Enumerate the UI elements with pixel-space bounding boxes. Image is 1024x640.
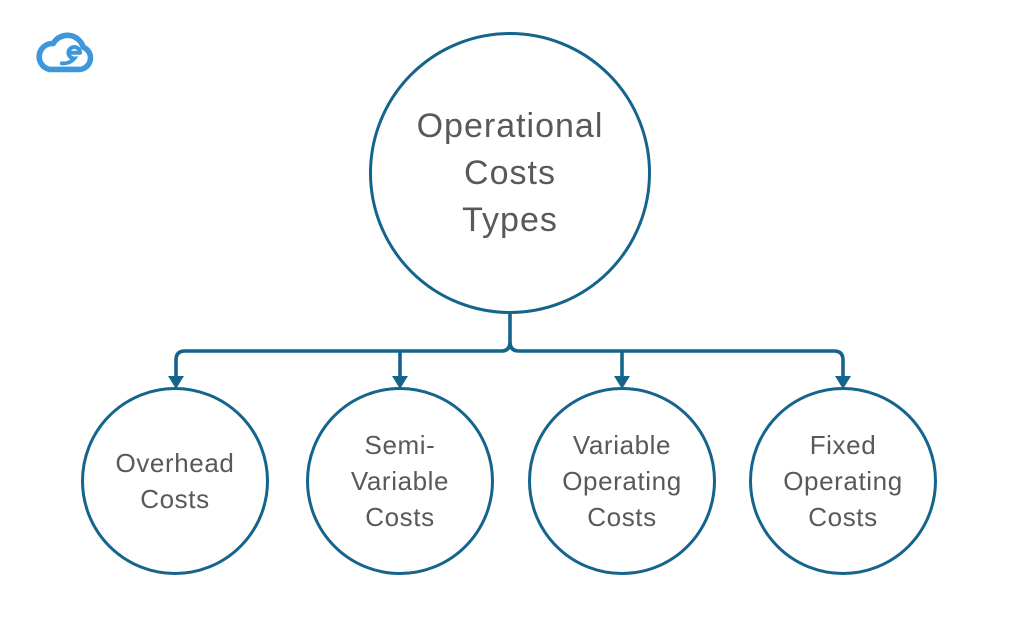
node-label-line: Semi-: [364, 430, 436, 460]
node-label-line: Fixed: [809, 430, 877, 460]
node-label: Semi- Variable Costs: [351, 427, 449, 535]
node-label-line: Overhead: [115, 448, 235, 478]
node-label: Fixed Operating Costs: [783, 427, 903, 535]
node-fixed-operating-costs: Fixed Operating Costs: [749, 387, 937, 575]
node-label: Operational Costs Types: [417, 103, 604, 244]
node-label-line: Costs: [808, 502, 878, 532]
node-label-line: Operating: [783, 466, 903, 496]
node-label-line: Operating: [562, 466, 682, 496]
node-label-line: Variable: [572, 430, 672, 460]
node-overhead-costs: Overhead Costs: [81, 387, 269, 575]
cloud-swirl-logo-icon: [26, 24, 106, 83]
cloud-icon: [36, 32, 94, 73]
node-label-line: Types: [462, 200, 558, 239]
node-label: Variable Operating Costs: [562, 427, 682, 535]
node-label-line: Costs: [464, 153, 556, 192]
connector-stem-left-branch: [174, 314, 512, 377]
node-label-line: Operational: [416, 106, 604, 145]
node-label-line: Variable: [350, 466, 450, 496]
node-label-line: Costs: [140, 484, 210, 514]
connector-right-branch: [508, 341, 845, 377]
node-semi-variable-costs: Semi- Variable Costs: [306, 387, 494, 575]
node-label: Overhead Costs: [116, 445, 235, 517]
node-operational-costs-types: Operational Costs Types: [369, 32, 651, 314]
node-label-line: Costs: [587, 502, 657, 532]
node-label-line: Costs: [365, 502, 435, 532]
node-variable-operating-costs: Variable Operating Costs: [528, 387, 716, 575]
